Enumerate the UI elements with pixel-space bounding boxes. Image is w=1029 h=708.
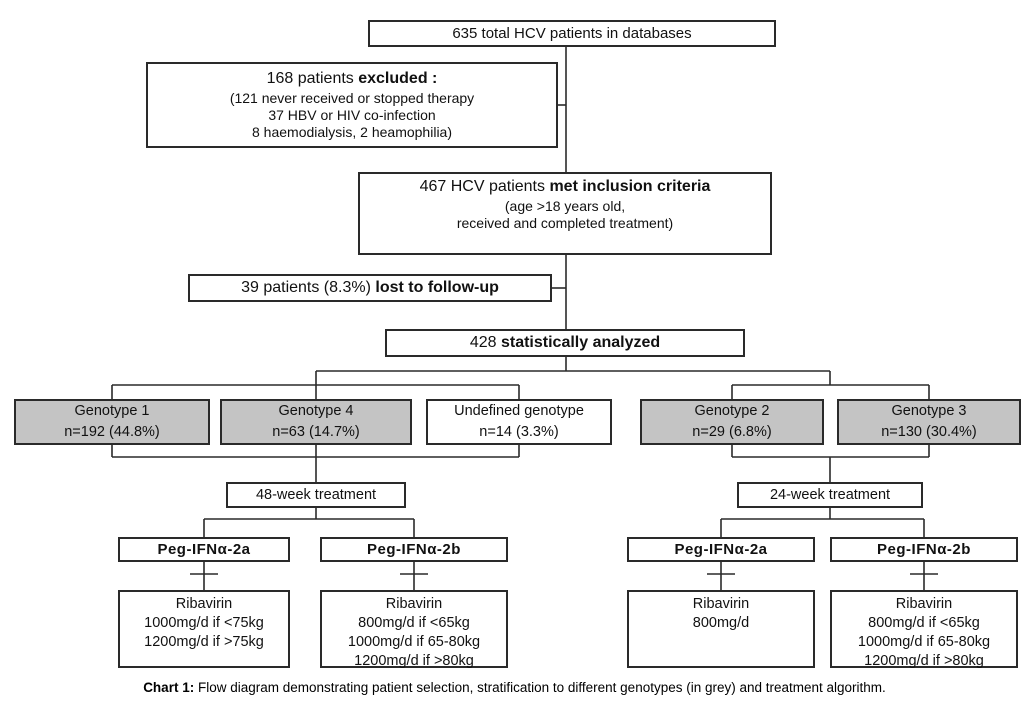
node-ribavirin-48wk-2a: Ribavirin 1000mg/d if <75kg 1200mg/d if … xyxy=(118,590,290,668)
node-genotype-4: Genotype 4 n=63 (14.7%) xyxy=(220,399,412,445)
treatment-label: 48-week treatment xyxy=(255,486,377,503)
genotype-name: Undefined genotype xyxy=(454,402,584,419)
ribavirin-line: 1200mg/d if >80kg xyxy=(864,653,984,670)
genotype-name: Genotype 4 xyxy=(278,402,354,419)
peg-ifn-label: Peg-IFNα-2b xyxy=(367,540,461,558)
node-genotype-3: Genotype 3 n=130 (30.4%) xyxy=(837,399,1021,445)
genotype-branch-connector xyxy=(111,370,930,399)
peg-ifn-label: Peg-IFNα-2a xyxy=(674,540,768,558)
ribavirin-line: Ribavirin xyxy=(175,596,233,612)
genotype-name: Genotype 1 xyxy=(74,402,150,419)
node-inclusion-detail: received and completed treatment) xyxy=(456,214,674,231)
node-lost-follow-up-text: 39 patients (8.3%) lost to follow-up xyxy=(241,278,499,296)
node-genotype-undefined: Undefined genotype n=14 (3.3%) xyxy=(426,399,612,445)
ribavirin-line: 800mg/d xyxy=(692,615,750,632)
node-ribavirin-24wk-2b: Ribavirin 800mg/d if <65kg 1000mg/d if 6… xyxy=(830,590,1018,670)
ribavirin-line: 1000mg/d if 65-80kg xyxy=(347,634,481,651)
genotype-name: Genotype 2 xyxy=(694,402,770,419)
node-excluded-detail: (121 never received or stopped therapy xyxy=(229,89,475,106)
genotype-count: n=14 (3.3%) xyxy=(479,424,559,440)
node-total-patients: 635 total HCV patients in databases xyxy=(368,20,776,47)
node-inclusion: 467 HCV patients met inclusion criteria … xyxy=(358,172,772,255)
node-genotype-1: Genotype 1 n=192 (44.8%) xyxy=(14,399,210,445)
ribavirin-line: 800mg/d if <65kg xyxy=(358,615,470,632)
ribavirin-line: Ribavirin xyxy=(692,596,750,612)
node-peg-ifn-2b-24wk: Peg-IFNα-2b xyxy=(830,537,1018,562)
peg-ifn-label: Peg-IFNα-2a xyxy=(157,540,251,558)
node-excluded-detail: 8 haemodialysis, 2 heamophilia) xyxy=(252,123,452,140)
node-analyzed-text: 428 statistically analyzed xyxy=(469,333,661,351)
node-genotype-2: Genotype 2 n=29 (6.8%) xyxy=(640,399,824,445)
ribavirin-line: Ribavirin xyxy=(895,596,953,612)
node-peg-ifn-2b-48wk: Peg-IFNα-2b xyxy=(320,537,508,562)
plus-connector xyxy=(190,562,938,590)
treatment-merge-connector xyxy=(111,445,930,482)
node-inclusion-detail: (age >18 years old, xyxy=(504,197,626,214)
ribavirin-line: 1200mg/d if >75kg xyxy=(144,634,264,651)
ribavirin-line: 1200mg/d if >80kg xyxy=(354,653,474,670)
node-analyzed: 428 statistically analyzed xyxy=(385,329,745,357)
treatment-label: 24-week treatment xyxy=(769,486,891,503)
figure-caption-label: Chart 1: xyxy=(143,680,195,695)
ribavirin-line: Ribavirin xyxy=(385,596,443,612)
node-peg-ifn-2a-48wk: Peg-IFNα-2a xyxy=(118,537,290,562)
ribavirin-line: 1000mg/d if 65-80kg xyxy=(857,634,991,651)
node-ribavirin-24wk-2a: Ribavirin 800mg/d xyxy=(627,590,815,668)
node-peg-ifn-2a-24wk: Peg-IFNα-2a xyxy=(627,537,815,562)
ribavirin-line: 1000mg/d if <75kg xyxy=(144,615,264,632)
genotype-count: n=63 (14.7%) xyxy=(272,424,360,440)
node-48-week-treatment: 48-week treatment xyxy=(226,482,406,508)
ribavirin-line: 800mg/d if <65kg xyxy=(868,615,980,632)
genotype-count: n=29 (6.8%) xyxy=(692,424,772,440)
node-excluded-detail: 37 HBV or HIV co-infection xyxy=(268,106,436,123)
peg-ifn-branch-connector xyxy=(203,508,925,537)
peg-ifn-label: Peg-IFNα-2b xyxy=(877,540,971,558)
node-24-week-treatment: 24-week treatment xyxy=(737,482,923,508)
figure-caption: Chart 1: Flow diagram demonstrating pati… xyxy=(0,680,1029,695)
node-inclusion-title: 467 HCV patients met inclusion criteria xyxy=(419,178,711,195)
node-excluded-title: 168 patients excluded : xyxy=(266,69,438,87)
node-total-patients-text: 635 total HCV patients in databases xyxy=(452,24,692,42)
genotype-count: n=192 (44.8%) xyxy=(64,424,160,440)
genotype-name: Genotype 3 xyxy=(891,402,967,419)
node-lost-follow-up: 39 patients (8.3%) lost to follow-up xyxy=(188,274,552,302)
node-ribavirin-48wk-2b: Ribavirin 800mg/d if <65kg 1000mg/d if 6… xyxy=(320,590,508,670)
node-excluded: 168 patients excluded : (121 never recei… xyxy=(146,62,558,148)
genotype-count: n=130 (30.4%) xyxy=(881,424,977,440)
figure-caption-text: Flow diagram demonstrating patient selec… xyxy=(194,680,886,695)
